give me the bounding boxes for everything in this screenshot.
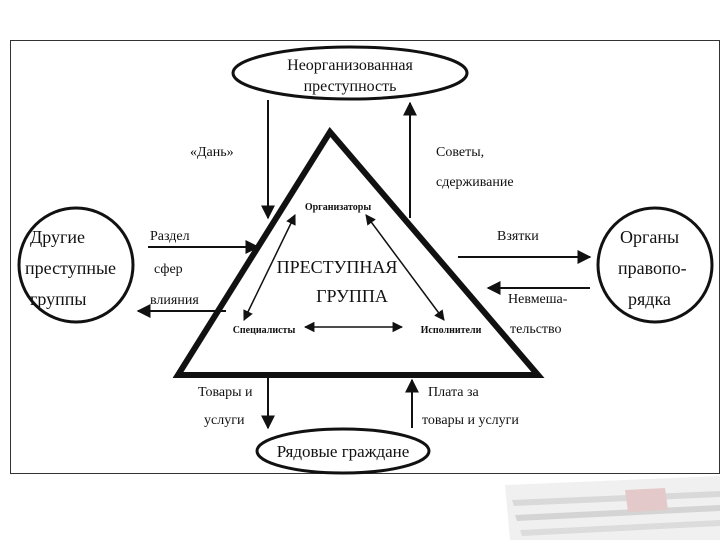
node-right-line2: правопо- <box>618 258 687 278</box>
edge-division-line2: сфер <box>154 262 183 277</box>
edge-nonint-line1: Невмеша- <box>508 292 568 307</box>
edge-division-line1: Раздел <box>150 229 190 244</box>
triangle-title-line2: ГРУППА <box>316 286 388 306</box>
node-right-line1: Органы <box>620 227 679 247</box>
criminal-group-triangle <box>172 126 545 378</box>
edge-advice-line2: сдерживание <box>436 175 514 190</box>
node-right-ellipse <box>596 206 714 324</box>
edge-payment-line2: товары и услуги <box>422 413 519 428</box>
arrow-organizers-specialists <box>243 214 296 321</box>
edge-advice-line1: Советы, <box>436 145 484 160</box>
node-top-ellipse <box>231 45 469 101</box>
triangle-organizers: Организаторы <box>305 202 372 213</box>
edge-goods-line2: услуги <box>204 413 245 428</box>
triangle-executors: Исполнители <box>421 325 482 336</box>
node-left-line2: преступные <box>25 258 116 278</box>
node-left-ellipse <box>17 206 135 324</box>
node-bottom-ellipse <box>255 427 431 475</box>
node-top-line2: преступность <box>304 78 397 95</box>
edge-goods-line1: Товары и <box>198 385 253 400</box>
node-bottom-label: Рядовые граждане <box>277 442 410 461</box>
node-right-line3: рядка <box>628 289 671 309</box>
edge-nonint-line2: тельство <box>510 322 562 337</box>
node-left-line1: Другие <box>30 227 85 247</box>
triangle-title-line1: ПРЕСТУПНАЯ <box>277 257 398 277</box>
node-left-line3: группы <box>30 289 87 309</box>
triangle-specialists: Специалисты <box>233 325 296 336</box>
edge-tribute: «Дань» <box>190 145 234 160</box>
edge-bribes: Взятки <box>497 229 539 244</box>
edge-division-line3: влияния <box>150 293 199 308</box>
node-top-line1: Неорганизованная <box>287 57 413 74</box>
arrow-organizers-executors <box>365 214 445 321</box>
edge-payment-line1: Плата за <box>428 385 479 400</box>
